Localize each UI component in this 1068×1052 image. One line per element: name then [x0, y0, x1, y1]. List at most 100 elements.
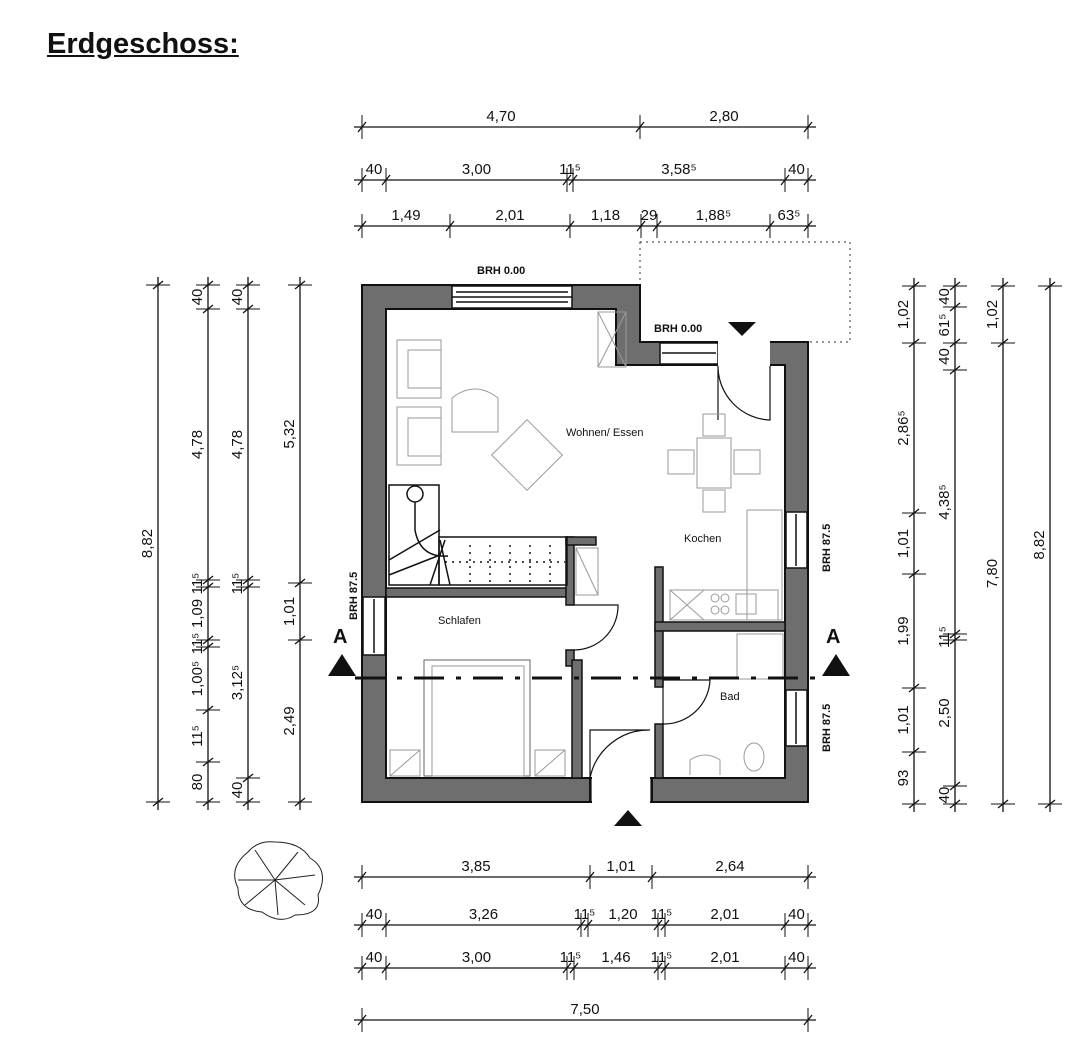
room-label-bath: Bad — [720, 691, 740, 703]
dimension-tick — [949, 629, 961, 639]
doors — [573, 365, 771, 779]
dimension-tick — [949, 338, 961, 348]
dimension-tick — [908, 799, 920, 809]
brh-left-window: BRH 87.5 — [348, 572, 360, 620]
dimension-tick — [949, 302, 961, 312]
dimension-tick — [242, 797, 254, 807]
dimension-label: 1,01 — [895, 529, 912, 558]
dimension-label: 3,12⁵ — [229, 665, 246, 700]
dimension-tick — [803, 919, 813, 931]
dimension-tick — [202, 582, 214, 592]
dimension-tick — [997, 338, 1009, 348]
dimension-tick — [562, 962, 572, 974]
dimension-label: 11⁵ — [936, 626, 953, 648]
dimension-label: 11⁵ — [229, 573, 246, 595]
dimension-label: 4,78 — [189, 430, 206, 459]
dimension-tick — [908, 508, 920, 518]
dimension-tick — [381, 174, 391, 186]
windows — [362, 285, 808, 747]
dimension-label: 40 — [936, 787, 953, 804]
brh-top-window: BRH 0.00 — [477, 265, 525, 277]
dimension-tick — [202, 575, 214, 585]
dimension-tick — [202, 304, 214, 314]
dimension-tick — [357, 919, 367, 931]
dimension-label: 80 — [189, 774, 206, 791]
dimension-tick — [647, 871, 657, 883]
dimension-label: 2,64 — [715, 858, 744, 875]
dimension-tick — [357, 871, 367, 883]
dimension-label: 7,80 — [984, 559, 1001, 588]
dimension-label: 3,85 — [461, 858, 490, 875]
dimension-label: 8,82 — [139, 529, 156, 558]
dimension-tick — [445, 220, 455, 232]
dimension-label: 1,01 — [281, 597, 298, 626]
dimension-tick — [1044, 799, 1056, 809]
dimension-tick — [908, 683, 920, 693]
brh-terrace-door: BRH 0.00 — [654, 323, 702, 335]
dimension-tick — [635, 121, 645, 133]
dimension-label: 2,80 — [709, 108, 738, 125]
dimension-label: 11⁵ — [651, 906, 673, 923]
dimension-tick — [780, 919, 790, 931]
dimension-tick — [242, 575, 254, 585]
dimension-label: 3,58⁵ — [661, 161, 696, 178]
dimension-label: 2,01 — [710, 949, 739, 966]
room-label-bedroom: Schlafen — [438, 615, 481, 627]
dimension-tick — [660, 919, 670, 931]
terrace-arrow-icon — [728, 322, 756, 336]
dimension-label: 2,01 — [710, 906, 739, 923]
dimension-label: 40 — [229, 782, 246, 799]
dimension-tick — [636, 220, 646, 232]
dimension-tick — [357, 1014, 367, 1026]
brh-kitchen-window: BRH 87.5 — [821, 524, 833, 572]
dimension-label: 2,49 — [281, 706, 298, 735]
dimension-tick — [803, 962, 813, 974]
dimension-tick — [803, 220, 813, 232]
dimension-label: 2,01 — [495, 207, 524, 224]
dimension-label: 63⁵ — [778, 207, 801, 224]
dimension-tick — [583, 919, 593, 931]
dimension-tick — [780, 962, 790, 974]
dimension-tick — [357, 174, 367, 186]
staircase — [388, 484, 568, 586]
dimension-tick — [568, 174, 578, 186]
dimension-label: 11⁵ — [189, 725, 206, 747]
dimension-label: 2,50 — [936, 698, 953, 727]
dimension-tick — [152, 797, 164, 807]
dimension-chain-right: 8,82 — [1031, 278, 1062, 812]
dimension-tick — [803, 121, 813, 133]
dimension-tick — [997, 281, 1009, 291]
dimension-label: 40 — [788, 906, 805, 923]
dimension-tick — [294, 280, 306, 290]
section-label-right: A — [826, 626, 840, 648]
dimension-chain-left: 8,82 — [139, 277, 170, 810]
dimension-tick — [242, 773, 254, 783]
dimension-label: 1,20 — [608, 906, 637, 923]
dimension-label: 1,01 — [895, 705, 912, 734]
dimension-tick — [908, 281, 920, 291]
dimension-tick — [653, 962, 663, 974]
dimension-label: 40 — [229, 289, 246, 306]
dimension-tick — [908, 569, 920, 579]
dimension-tick — [202, 797, 214, 807]
exterior-walls — [361, 284, 809, 804]
dimension-label: 11⁵ — [559, 161, 581, 178]
dimension-label: 93 — [895, 770, 912, 787]
dimension-tick — [565, 220, 575, 232]
room-label-kitchen: Kochen — [684, 533, 721, 545]
dimension-tick — [294, 578, 306, 588]
dimension-tick — [949, 799, 961, 809]
dimension-label: 1,00⁵ — [189, 661, 206, 696]
dimension-tick — [202, 280, 214, 290]
dimension-label: 3,00 — [462, 949, 491, 966]
dimension-label: 1,18 — [591, 207, 620, 224]
dimension-tick — [908, 747, 920, 757]
